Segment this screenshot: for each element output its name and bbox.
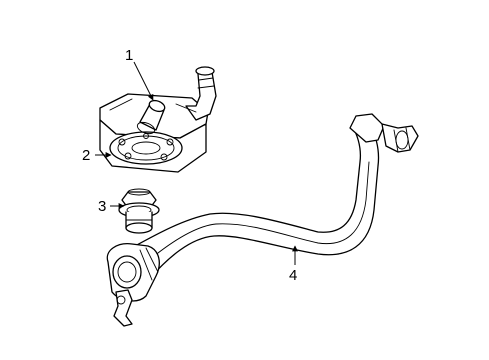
callout-2: 2: [82, 147, 90, 164]
callout-3: 3: [98, 198, 106, 215]
leader-1: [133, 61, 154, 101]
oil-cooler: [99, 66, 217, 173]
connector-fitting: [118, 188, 160, 234]
callout-1: 1: [125, 47, 133, 64]
callout-4: 4: [289, 267, 297, 284]
leader-lines: [95, 61, 298, 265]
coolant-hose: [106, 113, 419, 327]
